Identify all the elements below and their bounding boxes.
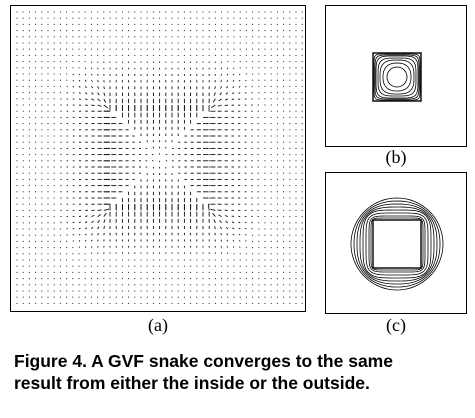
snake-contours-outside bbox=[350, 197, 444, 291]
snake-outside-svg bbox=[350, 197, 444, 291]
caption-line-1: Figure 4. A GVF snake converges to the s… bbox=[14, 351, 393, 371]
gvf-field-svg bbox=[16, 11, 303, 304]
panel-c-snake-outside bbox=[325, 172, 467, 314]
snake-contours-inside bbox=[372, 52, 422, 102]
caption-line-2: result from either the inside or the out… bbox=[14, 373, 370, 393]
snake-inside-svg bbox=[372, 52, 422, 102]
panel-c-label: (c) bbox=[386, 315, 406, 335]
panel-a-vector-field bbox=[10, 5, 306, 312]
panel-b-snake-inside bbox=[325, 5, 467, 147]
vector-field-arrows bbox=[16, 11, 303, 304]
panel-a-label: (a) bbox=[148, 315, 168, 335]
figure-caption: Figure 4. A GVF snake converges to the s… bbox=[14, 350, 469, 394]
panel-b-label: (b) bbox=[385, 147, 407, 167]
